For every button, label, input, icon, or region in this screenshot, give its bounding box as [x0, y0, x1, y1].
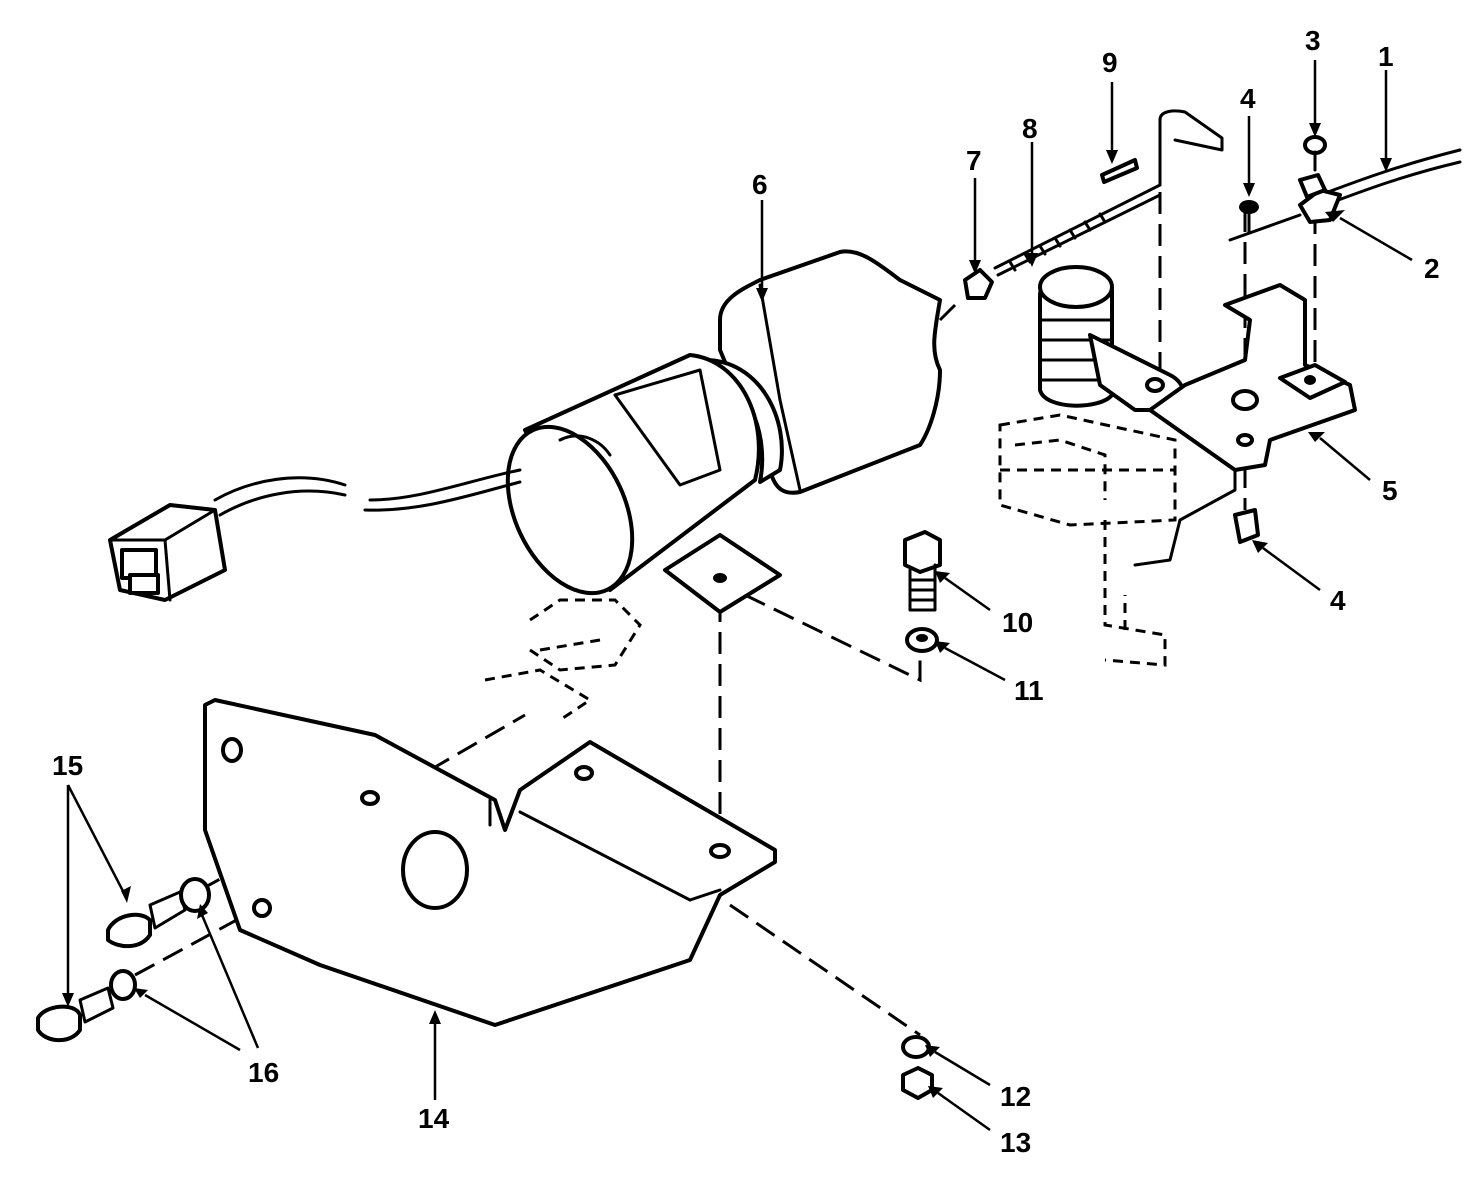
callout-4-top: 4	[1240, 83, 1256, 114]
callout-14: 14	[418, 1103, 450, 1134]
leader-lines	[66, 60, 1413, 1132]
phantom-structure	[484, 413, 1177, 722]
callout-1: 1	[1378, 41, 1394, 72]
callout-16: 16	[248, 1057, 279, 1088]
callout-13: 13	[1000, 1127, 1031, 1158]
callout-3: 3	[1305, 25, 1321, 56]
linkage-rod	[963, 109, 1224, 300]
callout-labels: 1 2 3 4 4 5 6 7 8 9 10 11 12 13 14 15 16	[52, 25, 1440, 1158]
callout-4-bottom: 4	[1330, 585, 1346, 616]
callout-7: 7	[966, 145, 982, 176]
callout-5: 5	[1382, 475, 1398, 506]
callout-12: 12	[1000, 1081, 1031, 1112]
callout-6: 6	[752, 169, 768, 200]
governor-bracket	[1038, 135, 1462, 567]
callout-10: 10	[1002, 607, 1033, 638]
arrowheads	[62, 123, 1392, 1098]
callout-9: 9	[1102, 47, 1118, 78]
mounting-plate	[203, 698, 777, 1027]
callout-8: 8	[1022, 113, 1038, 144]
callout-2: 2	[1424, 253, 1440, 284]
callout-15: 15	[52, 750, 83, 781]
callout-11: 11	[1014, 675, 1044, 706]
solenoid	[108, 249, 942, 614]
